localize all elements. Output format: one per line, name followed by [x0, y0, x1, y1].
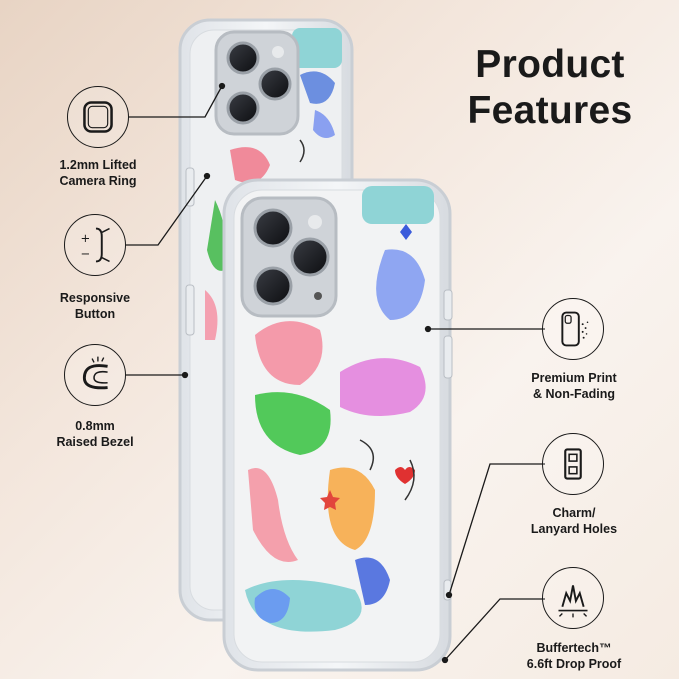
feature-charm-holes-label: Charm/ Lanyard Holes [504, 505, 644, 537]
camera-ring-line-1: 1.2mm Lifted [59, 158, 137, 172]
charm-holes-line-1: Charm/ [552, 506, 596, 520]
camera-ring-line-2: Camera Ring [59, 174, 137, 188]
title-line-2: Features [467, 89, 633, 132]
feature-camera-ring-label: 1.2mm Lifted Camera Ring [28, 157, 168, 189]
svg-text:+: + [80, 231, 90, 245]
responsive-button-line-2: Button [74, 307, 116, 321]
raised-bezel-line-1: 0.8mm [75, 419, 115, 433]
buffertech-line-1: Buffertech™ [536, 641, 612, 655]
charm-holes-line-2: Lanyard Holes [530, 522, 618, 536]
feature-buffertech-label: Buffertech™ 6.6ft Drop Proof [504, 640, 644, 672]
phone-print-icon [542, 298, 604, 360]
svg-text:−: − [80, 247, 90, 261]
premium-print-line-1: Premium Print [531, 371, 617, 385]
bezel-icon [64, 344, 126, 406]
feature-responsive-button-label: Responsive Button [25, 290, 165, 322]
drop-proof-icon [542, 567, 604, 629]
camera-ring-icon [67, 86, 129, 148]
feature-raised-bezel-label: 0.8mm Raised Bezel [25, 418, 165, 450]
lanyard-holes-icon [542, 433, 604, 495]
front-phone-case [222, 178, 453, 672]
button-icon: +− [64, 214, 126, 276]
raised-bezel-line-2: Raised Bezel [56, 435, 134, 449]
responsive-button-line-1: Responsive [59, 291, 131, 305]
buffertech-line-2: 6.6ft Drop Proof [526, 657, 622, 671]
feature-premium-print-label: Premium Print & Non-Fading [504, 370, 644, 402]
product-features-title: Product Features [440, 42, 660, 134]
title-line-1: Product [475, 43, 625, 86]
premium-print-line-2: & Non-Fading [533, 387, 615, 401]
